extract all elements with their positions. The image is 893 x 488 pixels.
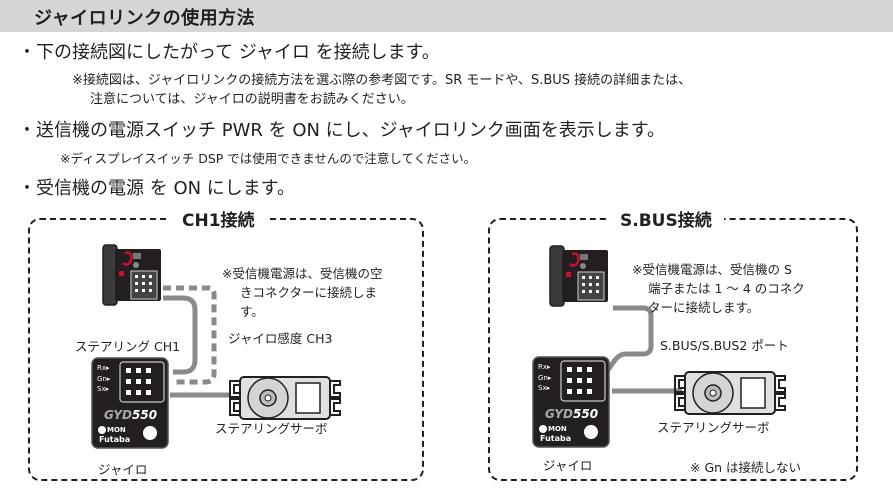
step-2-note: ※ディスプレイスイッチ DSP では使用できませんので注意してください。 (60, 151, 477, 166)
sbus-note-line-2: 端子または 1 ～ 4 のコネク (648, 281, 805, 296)
sbus-gyro-brand: Futaba (540, 434, 572, 443)
section-header: ジャイロリンクの使用方法 (0, 0, 893, 32)
port-gn-label: Gn▸ (97, 374, 111, 383)
ch1-gyro-label: ジャイロ (98, 462, 148, 477)
ch1-steering-label: ステアリング CH1 (75, 339, 181, 354)
sbus-gyro-model: GYD550 (545, 407, 598, 421)
step-2: ・送信機の電源スイッチ PWR を ON にし、ジャイロリンク画面を表示します。 (18, 116, 665, 142)
model-number: 550 (573, 407, 599, 421)
sbus-note-line-3: ターに接続します。 (648, 300, 760, 315)
ch1-servo-label: ステアリングサーボ (215, 421, 328, 436)
port-gn-label: Gn▸ (538, 373, 552, 382)
sbus-gyro-mon-label: MON (548, 425, 567, 433)
ch1-diagram-title: CH1接続 (170, 206, 267, 231)
sbus-gyro-label: ジャイロ (543, 458, 593, 473)
sbus-servo-label: ステアリングサーボ (657, 420, 770, 435)
model-prefix: GYD (104, 408, 133, 422)
bullet-mark: ・ (18, 120, 36, 141)
step-text: 下の接続図にしたがって ジャイロ を接続します。 (36, 42, 440, 63)
step-text: 受信機の電源 を ON にします。 (36, 178, 295, 199)
sbus-diagram-title: S.BUS接続 (608, 206, 724, 231)
sbus-port-label: S.BUS/S.BUS2 ポート (660, 338, 789, 353)
ch1-note-line-1: ※受信機電源は、受信機の空 (222, 266, 383, 281)
ch1-note-line-2: きコネクターに接続しま (240, 285, 378, 300)
ch1-note-line-3: す。 (240, 304, 264, 319)
ch1-gyro-mon-label: MON (107, 426, 126, 434)
sbus-gn-note: ※ Gn は接続しない (690, 460, 802, 475)
port-rx-label: Rx▸ (538, 363, 551, 371)
step-1: ・下の接続図にしたがって ジャイロ を接続します。 (18, 38, 440, 64)
ch1-gyro-model: GYD550 (104, 408, 157, 422)
port-sx-label: Sx▸ (538, 384, 551, 392)
ch1-gyro-brand: Futaba (99, 435, 131, 444)
ch1-gyro-port-labels: Rx▸ Gn▸ Sx▸ (97, 363, 110, 395)
step-3: ・受信機の電源 を ON にします。 (18, 174, 295, 200)
port-rx-label: Rx▸ (97, 364, 110, 372)
step-text: 送信機の電源スイッチ PWR を ON にし、ジャイロリンク画面を表示します。 (36, 120, 665, 141)
bullet-mark: ・ (18, 42, 36, 63)
sbus-gyro-port-labels: Rx▸ Gn▸ Sx▸ (538, 362, 551, 394)
sbus-note-line-1: ※受信機電源は、受信機の S (632, 262, 792, 277)
model-number: 550 (132, 408, 158, 422)
port-sx-label: Sx▸ (97, 385, 110, 393)
model-prefix: GYD (545, 407, 574, 421)
bullet-mark: ・ (18, 178, 36, 199)
step-1-note-line-1: ※接続図は、ジャイロリンクの接続方法を選ぶ際の参考図です。SR モードや、S.B… (72, 73, 692, 88)
step-1-note-line-2: 注意については、ジャイロの説明書をお読みください。 (90, 92, 414, 107)
ch1-gain-label: ジャイロ感度 CH3 (228, 331, 333, 346)
section-title: ジャイロリンクの使用方法 (34, 8, 256, 29)
